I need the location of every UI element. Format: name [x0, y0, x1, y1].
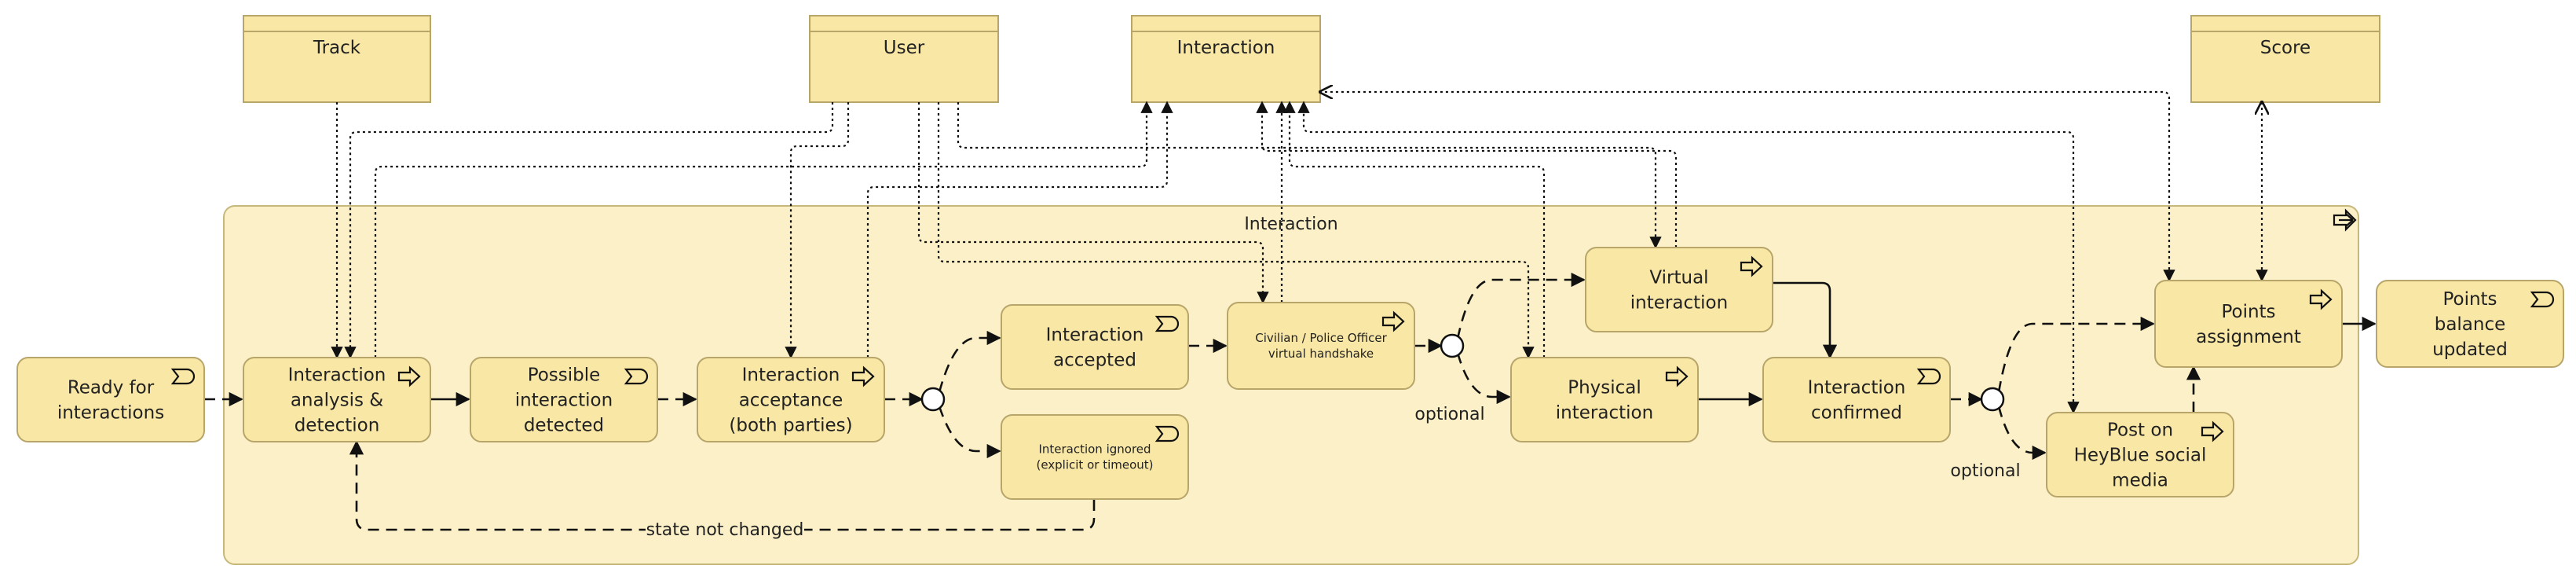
node-label-line: acceptance	[739, 391, 843, 411]
process-handshake[interactable]: Civilian / Police Officer virtual handsha…	[1227, 302, 1415, 390]
node-label-line: Ready for	[68, 378, 155, 398]
process-arrow-icon	[1665, 365, 1689, 387]
node-label-line: updated	[2432, 340, 2508, 360]
edge-label-optional-1: optional	[1414, 405, 1484, 424]
flow-junction3-post	[1997, 406, 2047, 461]
node-label-line: accepted	[1053, 351, 1136, 371]
flow-junction-accepted	[938, 330, 1001, 393]
data-object-score: Score	[2190, 15, 2380, 103]
node-label-line: Interaction	[742, 365, 840, 386]
event-icon	[2530, 291, 2555, 308]
event-balance[interactable]: Points balance updated	[2376, 280, 2564, 368]
event-possible[interactable]: Possible interaction detected	[470, 357, 658, 442]
event-icon	[1154, 425, 1180, 442]
process-arrow-icon	[851, 365, 875, 387]
access-points-interaction	[1320, 92, 2169, 281]
node-label-line: detected	[524, 416, 604, 436]
flow-junction2-physical	[1456, 352, 1511, 405]
process-arrow-icon	[397, 365, 421, 387]
data-object-interaction: Interaction	[1131, 15, 1321, 103]
node-label-line: interaction	[1630, 293, 1728, 314]
node-label-line: (both parties)	[729, 416, 852, 436]
node-label-line: Civilian / Police Officer	[1255, 331, 1387, 345]
node-label-line: Interaction ignored	[1038, 442, 1151, 457]
node-label-line: Points	[2442, 289, 2497, 310]
node-label-line: Interaction	[1046, 325, 1144, 346]
access-relations	[331, 92, 2262, 414]
nodes-layer: Ready for interactions Possible interaction…	[16, 247, 2564, 500]
event-ready[interactable]: Ready for interactions	[16, 357, 205, 442]
node-label-line: Points	[2221, 302, 2275, 322]
event-confirmed[interactable]: Interaction confirmed	[1762, 357, 1951, 442]
event-icon	[1154, 315, 1180, 332]
node-label-line: assignment	[2196, 327, 2301, 347]
flow-virtual-confirmed	[1773, 281, 1838, 359]
node-label-line: Post on	[2107, 420, 2173, 441]
flow-junction-ignored	[938, 406, 1001, 459]
node-label-line: Interaction	[288, 365, 386, 386]
edge-label-state-not-changed: state not changed	[646, 520, 804, 540]
data-object-user: User	[809, 15, 999, 103]
process-arrow-icon	[2201, 420, 2224, 442]
node-label-line: interaction	[1556, 403, 1653, 424]
process-arrow-icon	[1740, 255, 1763, 277]
process-acceptance[interactable]: Interaction acceptance (both parties)	[697, 357, 885, 442]
node-label-line: (explicit or timeout)	[1036, 458, 1153, 472]
edge-label-optional-2: optional	[1950, 461, 2020, 481]
data-object-user-label: User	[884, 38, 925, 58]
process-virtual[interactable]: Virtual interaction	[1585, 247, 1773, 332]
node-label-line: Interaction	[1808, 378, 1906, 398]
node-label-line: balance	[2435, 314, 2506, 335]
access-user-handshake	[917, 102, 1269, 304]
data-object-score-label: Score	[2260, 38, 2311, 58]
process-points[interactable]: Points assignment	[2154, 280, 2343, 368]
node-label-line: Physical	[1568, 378, 1641, 398]
access-analysis-interaction	[374, 101, 1153, 358]
access-acceptance-interaction	[866, 101, 1173, 358]
node-label-line: analysis &	[291, 391, 383, 411]
event-icon	[170, 368, 196, 385]
flow-ignored-analysis	[349, 440, 1096, 531]
process-arrow-icon	[1381, 310, 1405, 332]
process-analysis[interactable]: Interaction analysis & detection	[243, 357, 431, 442]
process-physical[interactable]: Physical interaction	[1510, 357, 1699, 442]
junction-or-3	[1980, 387, 2005, 412]
node-label-line: HeyBlue social	[2074, 446, 2207, 466]
container-label: Interaction	[1244, 215, 1337, 234]
flow-relations	[204, 272, 2377, 531]
node-label-line: interaction	[515, 391, 613, 411]
access-user-acceptance	[785, 102, 850, 359]
process-arrow-icon	[2309, 288, 2333, 310]
event-accepted[interactable]: Interaction accepted	[1001, 304, 1189, 390]
process-post[interactable]: Post on HeyBlue social media	[2046, 412, 2234, 497]
node-label-line: Possible	[528, 365, 601, 386]
node-label-line: media	[2112, 471, 2168, 491]
node-label-line: detection	[295, 416, 380, 436]
node-label-line: Virtual	[1649, 268, 1708, 288]
data-object-track-label: Track	[313, 38, 361, 58]
node-label-line: virtual handshake	[1268, 347, 1374, 361]
process-arrow-icon	[2333, 208, 2357, 232]
event-ignored[interactable]: Interaction ignored(explicit or timeout)	[1001, 414, 1189, 500]
node-label-line: confirmed	[1811, 403, 1902, 424]
flow-junction3-points	[1997, 316, 2155, 393]
data-object-track: Track	[243, 15, 431, 103]
event-icon	[1916, 368, 1941, 385]
data-object-interaction-label: Interaction	[1177, 38, 1275, 58]
event-icon	[624, 368, 649, 385]
junction-or-1	[920, 387, 946, 412]
node-label-line: interactions	[57, 403, 164, 424]
junction-or-2	[1440, 333, 1465, 358]
